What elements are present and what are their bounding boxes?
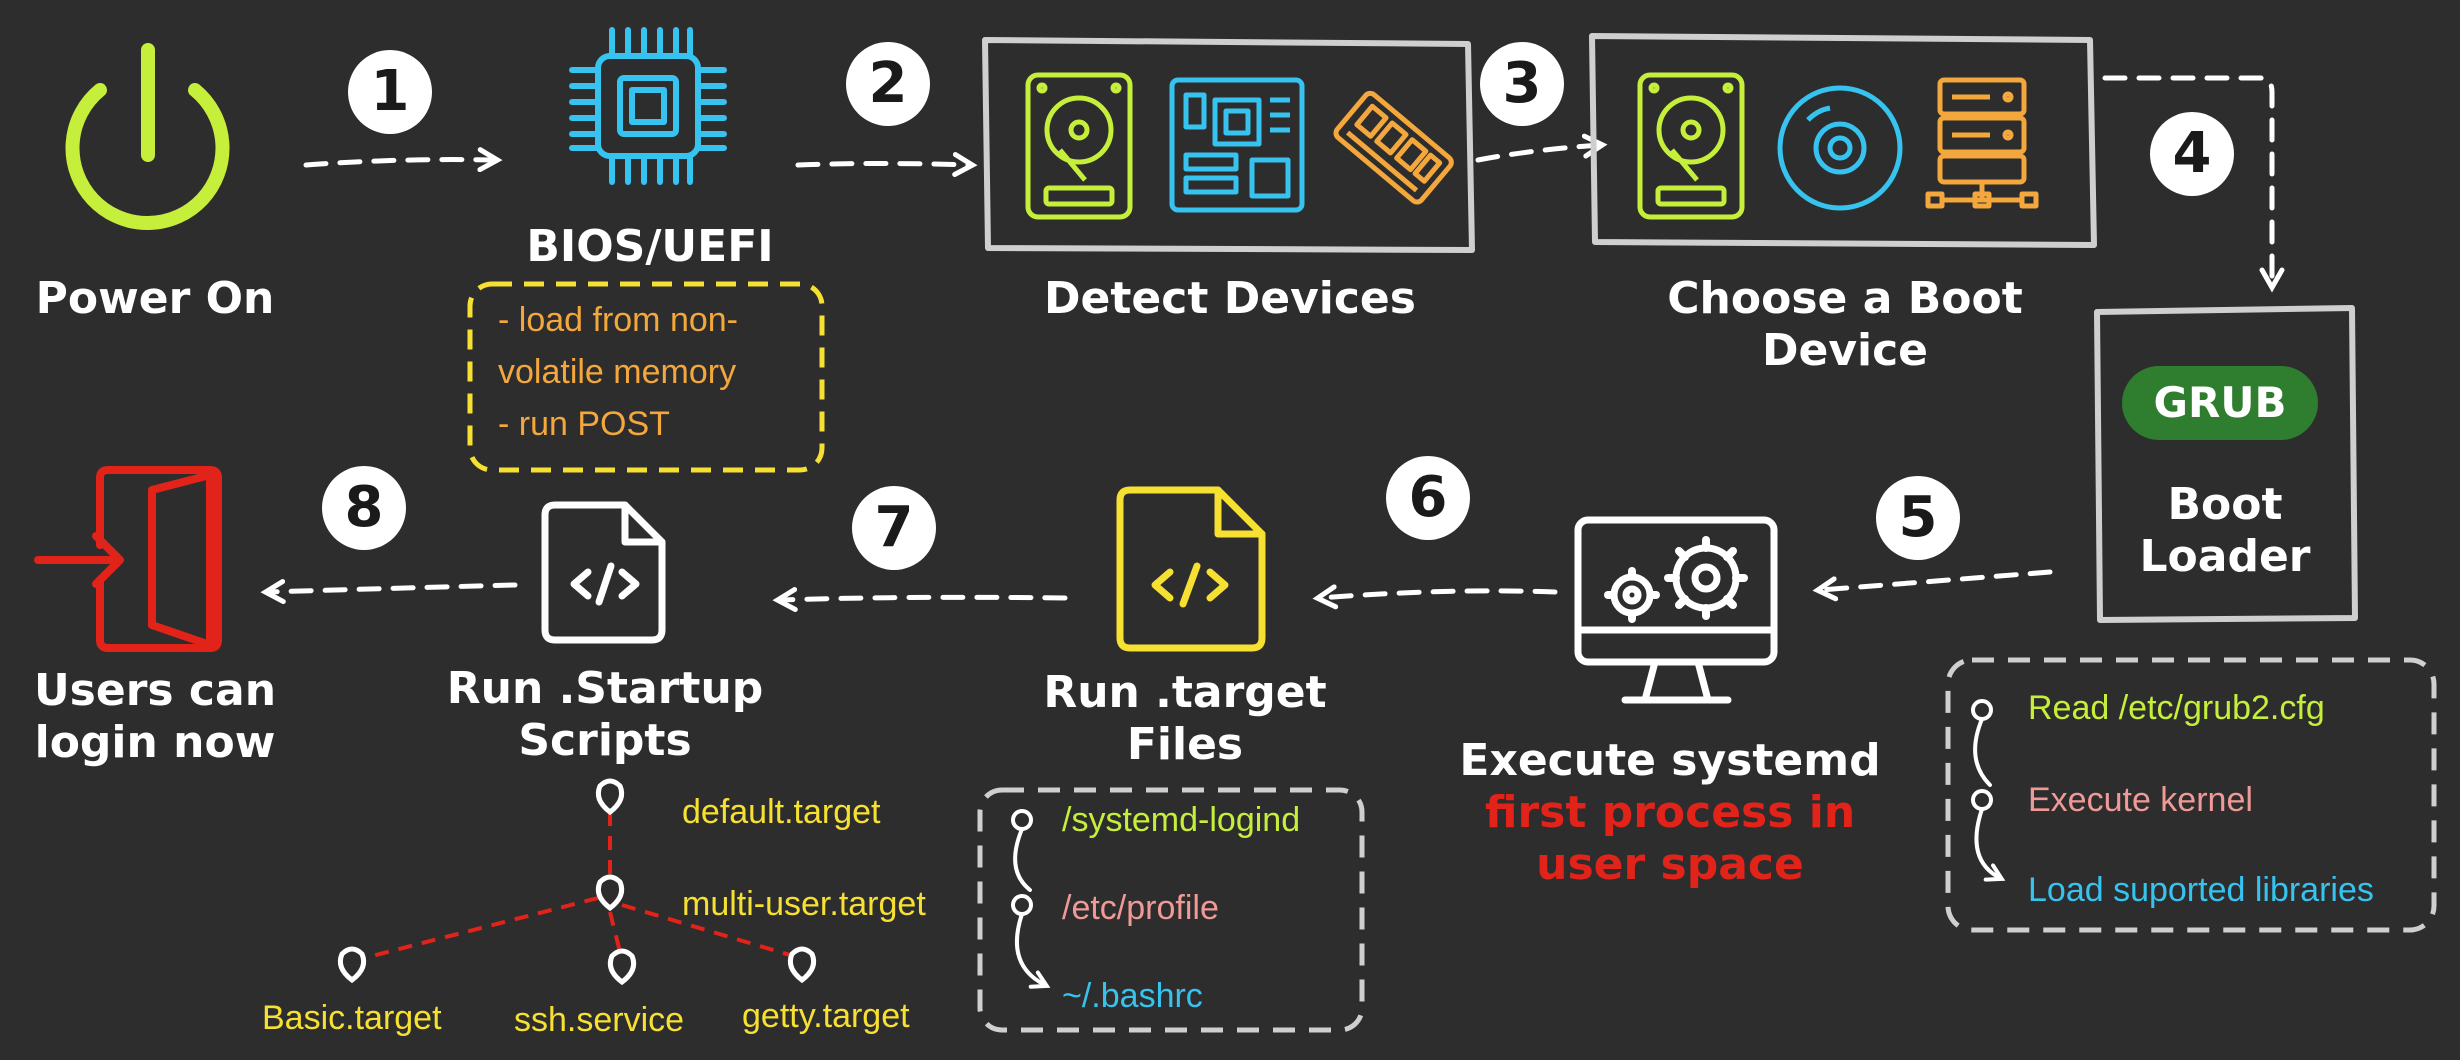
step-number-5: 5: [1876, 476, 1960, 560]
tree-node-leaf: [787, 946, 817, 984]
boot-loader-label-line2: Loader: [2139, 531, 2311, 582]
grub-step-load: Load suported libraries: [2028, 871, 2374, 909]
startup-tree-nodes: [337, 778, 817, 986]
tree-node-leaf: [607, 948, 637, 986]
step-number-2: 2: [846, 42, 930, 126]
target-files-label-line1: Run .target: [1043, 667, 1327, 718]
boot-loader-box: [2094, 305, 2358, 623]
systemd-sub-line1: first process in: [1484, 787, 1856, 838]
cd-disc-icon: [1777, 85, 1903, 211]
systemd-sub-line2: user space: [1536, 839, 1804, 890]
tree-node-middle: [595, 874, 625, 912]
arrow-choose-to-bootloader: [2102, 75, 2285, 293]
monitor-gears-icon: [1574, 516, 1778, 704]
step-number-6: 6: [1386, 456, 1470, 540]
bios-note-line: - run POST: [498, 405, 670, 443]
arrow-systemd-to-target: [1312, 584, 1558, 610]
tree-node-root: [595, 778, 625, 816]
code-file-icon: [541, 501, 666, 644]
arrow-target-to-startup: [772, 587, 1068, 612]
bios-notes: - load from non- volatile memory - run P…: [498, 300, 818, 444]
grub-step-read: Read /etc/grub2.cfg: [2028, 689, 2325, 727]
login-door-icon: [34, 466, 222, 652]
tree-label-multi-user-target: multi-user.target: [682, 885, 926, 923]
arrow-power-to-bios: [303, 147, 503, 173]
target-step-logind: /systemd-logind: [1062, 801, 1301, 839]
target-files-label-line2: Files: [1126, 719, 1244, 770]
grub-steps-box: [1945, 657, 2437, 933]
cpu-chip-icon: [569, 27, 727, 185]
flow-arrows: [260, 75, 2285, 612]
login-label-line1: Users can: [33, 665, 277, 716]
power-icon: [65, 43, 230, 231]
target-step-bashrc: ~/.bashrc: [1062, 977, 1203, 1015]
tree-label-ssh-service: ssh.service: [514, 1001, 685, 1039]
tree-label-getty-target: getty.target: [742, 997, 910, 1035]
grub-badge: GRUB: [2153, 378, 2287, 427]
arrow-bootloader-to-systemd: [1812, 569, 2053, 602]
choose-boot-box: [1589, 33, 2097, 248]
grub-badge-bg: [2122, 366, 2318, 440]
grub-step-execute: Execute kernel: [2028, 781, 2253, 819]
boot-loader-label-line1: Boot: [2167, 479, 2283, 530]
choose-boot-label-line2: Device: [1761, 325, 1929, 376]
systemd-label: Execute systemd: [1459, 735, 1881, 786]
target-steps-box: [977, 787, 1365, 1033]
detect-devices-label: Detect Devices: [1044, 273, 1416, 324]
power-on-label: Power On: [35, 273, 275, 324]
step-number-1: 1: [348, 50, 432, 134]
memory-stick-icon: [1333, 90, 1454, 205]
target-steps-connector: [1011, 809, 1051, 989]
startup-scripts-label-line1: Run .Startup: [446, 663, 764, 714]
arrow-startup-to-login: [260, 579, 518, 605]
bios-label: BIOS/UEFI: [526, 221, 774, 272]
tree-label-default-target: default.target: [682, 793, 881, 831]
tree-label-basic-target: Basic.target: [262, 999, 442, 1037]
tree-node-leaf: [337, 946, 367, 984]
choose-boot-label-line1: Choose a Boot: [1667, 273, 2023, 324]
arrow-detect-to-choose: [1475, 133, 1608, 163]
login-label-line2: login now: [34, 717, 276, 768]
step-number-4: 4: [2150, 112, 2234, 196]
network-server-icon: [1925, 77, 2039, 209]
motherboard-icon: [1169, 77, 1305, 213]
hard-drive-icon: [1025, 72, 1133, 220]
grub-steps-connector: [1971, 699, 2006, 882]
detect-devices-box: [982, 37, 1475, 253]
bios-note-line: volatile memory: [498, 353, 737, 391]
step-number-7: 7: [852, 486, 936, 570]
step-number-3: 3: [1480, 42, 1564, 126]
step-number-8: 8: [322, 466, 406, 550]
bios-notes-box: [467, 281, 825, 473]
bios-note-line: - load from non-: [498, 301, 738, 339]
target-step-profile: /etc/profile: [1062, 889, 1219, 927]
startup-tree-edges: [363, 812, 801, 961]
hard-drive-icon: [1637, 72, 1745, 220]
code-file-icon: [1116, 486, 1266, 652]
arrow-bios-to-detect: [795, 152, 978, 177]
startup-scripts-label-line2: Scripts: [518, 715, 692, 766]
